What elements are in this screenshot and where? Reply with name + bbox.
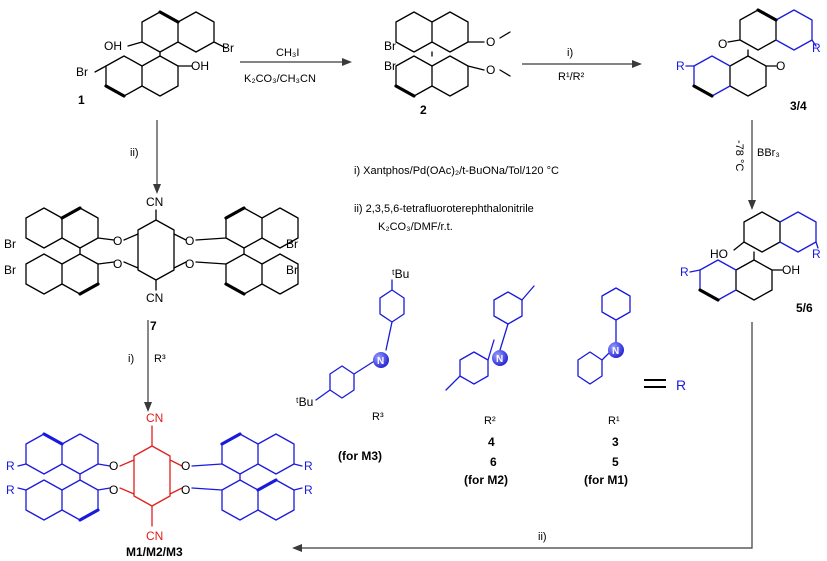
r-substituent-label: R <box>676 377 686 393</box>
arrow-amination-7 <box>144 320 152 412</box>
equals-sign <box>644 379 666 388</box>
atom-r: R <box>676 59 685 73</box>
atom-r: R <box>812 41 821 55</box>
atom-o: O <box>113 257 122 271</box>
nitrogen-atom-ball <box>492 350 508 366</box>
atom-br: Br <box>286 237 298 251</box>
atom-br: Br <box>4 263 16 277</box>
arrow-demethylation <box>748 120 756 210</box>
nitrogen-atom-ball <box>608 342 624 358</box>
atom-o: O <box>185 257 194 271</box>
conditions-k2co3: K₂CO₃/CH₃CN <box>244 73 316 85</box>
compound-5-6-structure: HO OH R R <box>680 211 821 302</box>
atom-o: O <box>486 63 495 77</box>
reagent-bbr3: BBr₃ <box>757 147 780 159</box>
r2-compound-6-label: 6 <box>490 455 497 469</box>
compound-2-structure: Br Br O O <box>384 11 511 98</box>
compound-7-structure: O O O O CN CN Br Br Br Br <box>4 195 299 305</box>
compound-1-label: 1 <box>78 93 85 107</box>
atom-br: Br <box>384 59 396 73</box>
atom-o: O <box>181 459 190 473</box>
r3-label: R³ <box>372 411 384 423</box>
atom-oh: OH <box>104 39 122 53</box>
atom-cn: CN <box>146 195 163 209</box>
atom-cn: CN <box>146 529 163 543</box>
atom-o: O <box>109 483 118 497</box>
atom-br: Br <box>4 237 16 251</box>
compound-5-6-label: 5/6 <box>796 301 813 315</box>
atom-cn: CN <box>146 291 163 305</box>
r3-for-m3: (for M3) <box>338 449 382 463</box>
temperature-78: -78 °C <box>733 140 745 171</box>
final-product-structure: O O O O CN CN R R R R <box>6 411 313 543</box>
n-atom-label: N <box>612 346 619 357</box>
condition-ii-reagent: ii) 2,3,5,6-tetrafluoroterephthalonitril… <box>354 203 534 215</box>
atom-br: Br <box>384 39 396 53</box>
atom-cn: CN <box>146 411 163 425</box>
r1-for-m1: (for M1) <box>584 473 628 487</box>
r2-label: R² <box>484 415 496 427</box>
reagent-r3: R³ <box>154 353 166 365</box>
atom-r: R <box>304 459 313 473</box>
tbu-label: ᵗBu <box>392 267 409 281</box>
amine-r3-structure: N ᵗBu ᵗBu <box>296 267 409 409</box>
atom-o: O <box>486 35 495 49</box>
atom-r: R <box>812 247 821 261</box>
atom-o: O <box>718 37 727 51</box>
atom-r: R <box>680 265 689 279</box>
atom-o: O <box>185 234 194 248</box>
final-product-label: M1/M2/M3 <box>126 545 183 559</box>
atom-oh: OH <box>782 263 800 277</box>
compound-3-4-label: 3/4 <box>790 99 807 113</box>
atom-r: R <box>6 459 15 473</box>
r2-for-m2: (for M2) <box>464 473 508 487</box>
amine-r1-structure: N <box>577 287 631 385</box>
atom-o: O <box>181 483 190 497</box>
arrow-snar <box>153 120 161 194</box>
tbu-label: ᵗBu <box>296 395 313 409</box>
step-label-i: i) <box>128 353 134 365</box>
arrow-snar-final <box>292 322 753 552</box>
compound-2-label: 2 <box>420 103 427 117</box>
atom-br: Br <box>286 263 298 277</box>
compound-3-label: 3 <box>612 435 619 449</box>
compound-1-structure: OH OH Br Br <box>76 10 234 98</box>
atom-o: O <box>113 234 122 248</box>
compound-3-4-structure: O O R R <box>676 8 821 98</box>
reagent-r1-r2: R¹/R² <box>558 71 585 83</box>
n-atom-label: N <box>496 354 503 365</box>
atom-r: R <box>304 483 313 497</box>
nitrogen-atom-ball <box>373 352 389 368</box>
step-label-i: i) <box>567 47 573 59</box>
atom-oh: OH <box>191 59 209 73</box>
r1-label: R¹ <box>608 415 620 427</box>
atom-ho: HO <box>710 247 728 261</box>
atom-o: O <box>109 459 118 473</box>
condition-i: i) Xantphos/Pd(OAc)₂/t-BuONa/Tol/120 °C <box>354 165 559 177</box>
atom-r: R <box>6 483 15 497</box>
amine-r2-structure: N <box>445 285 535 391</box>
n-atom-label: N <box>377 356 384 367</box>
atom-br: Br <box>222 41 234 55</box>
step-label-ii: ii) <box>130 147 139 159</box>
atom-o: O <box>776 59 785 73</box>
compound-4-label: 4 <box>488 435 495 449</box>
compound-5-label: 5 <box>612 455 619 469</box>
condition-ii-solvent: K₂CO₃/DMF/r.t. <box>378 221 453 233</box>
atom-br: Br <box>76 65 88 79</box>
step-label-ii: ii) <box>538 531 547 543</box>
reagent-ch3i: CH₃I <box>276 47 299 59</box>
arrow-methylation <box>240 58 352 66</box>
compound-7-label: 7 <box>150 319 157 333</box>
arrow-amination <box>522 60 642 68</box>
